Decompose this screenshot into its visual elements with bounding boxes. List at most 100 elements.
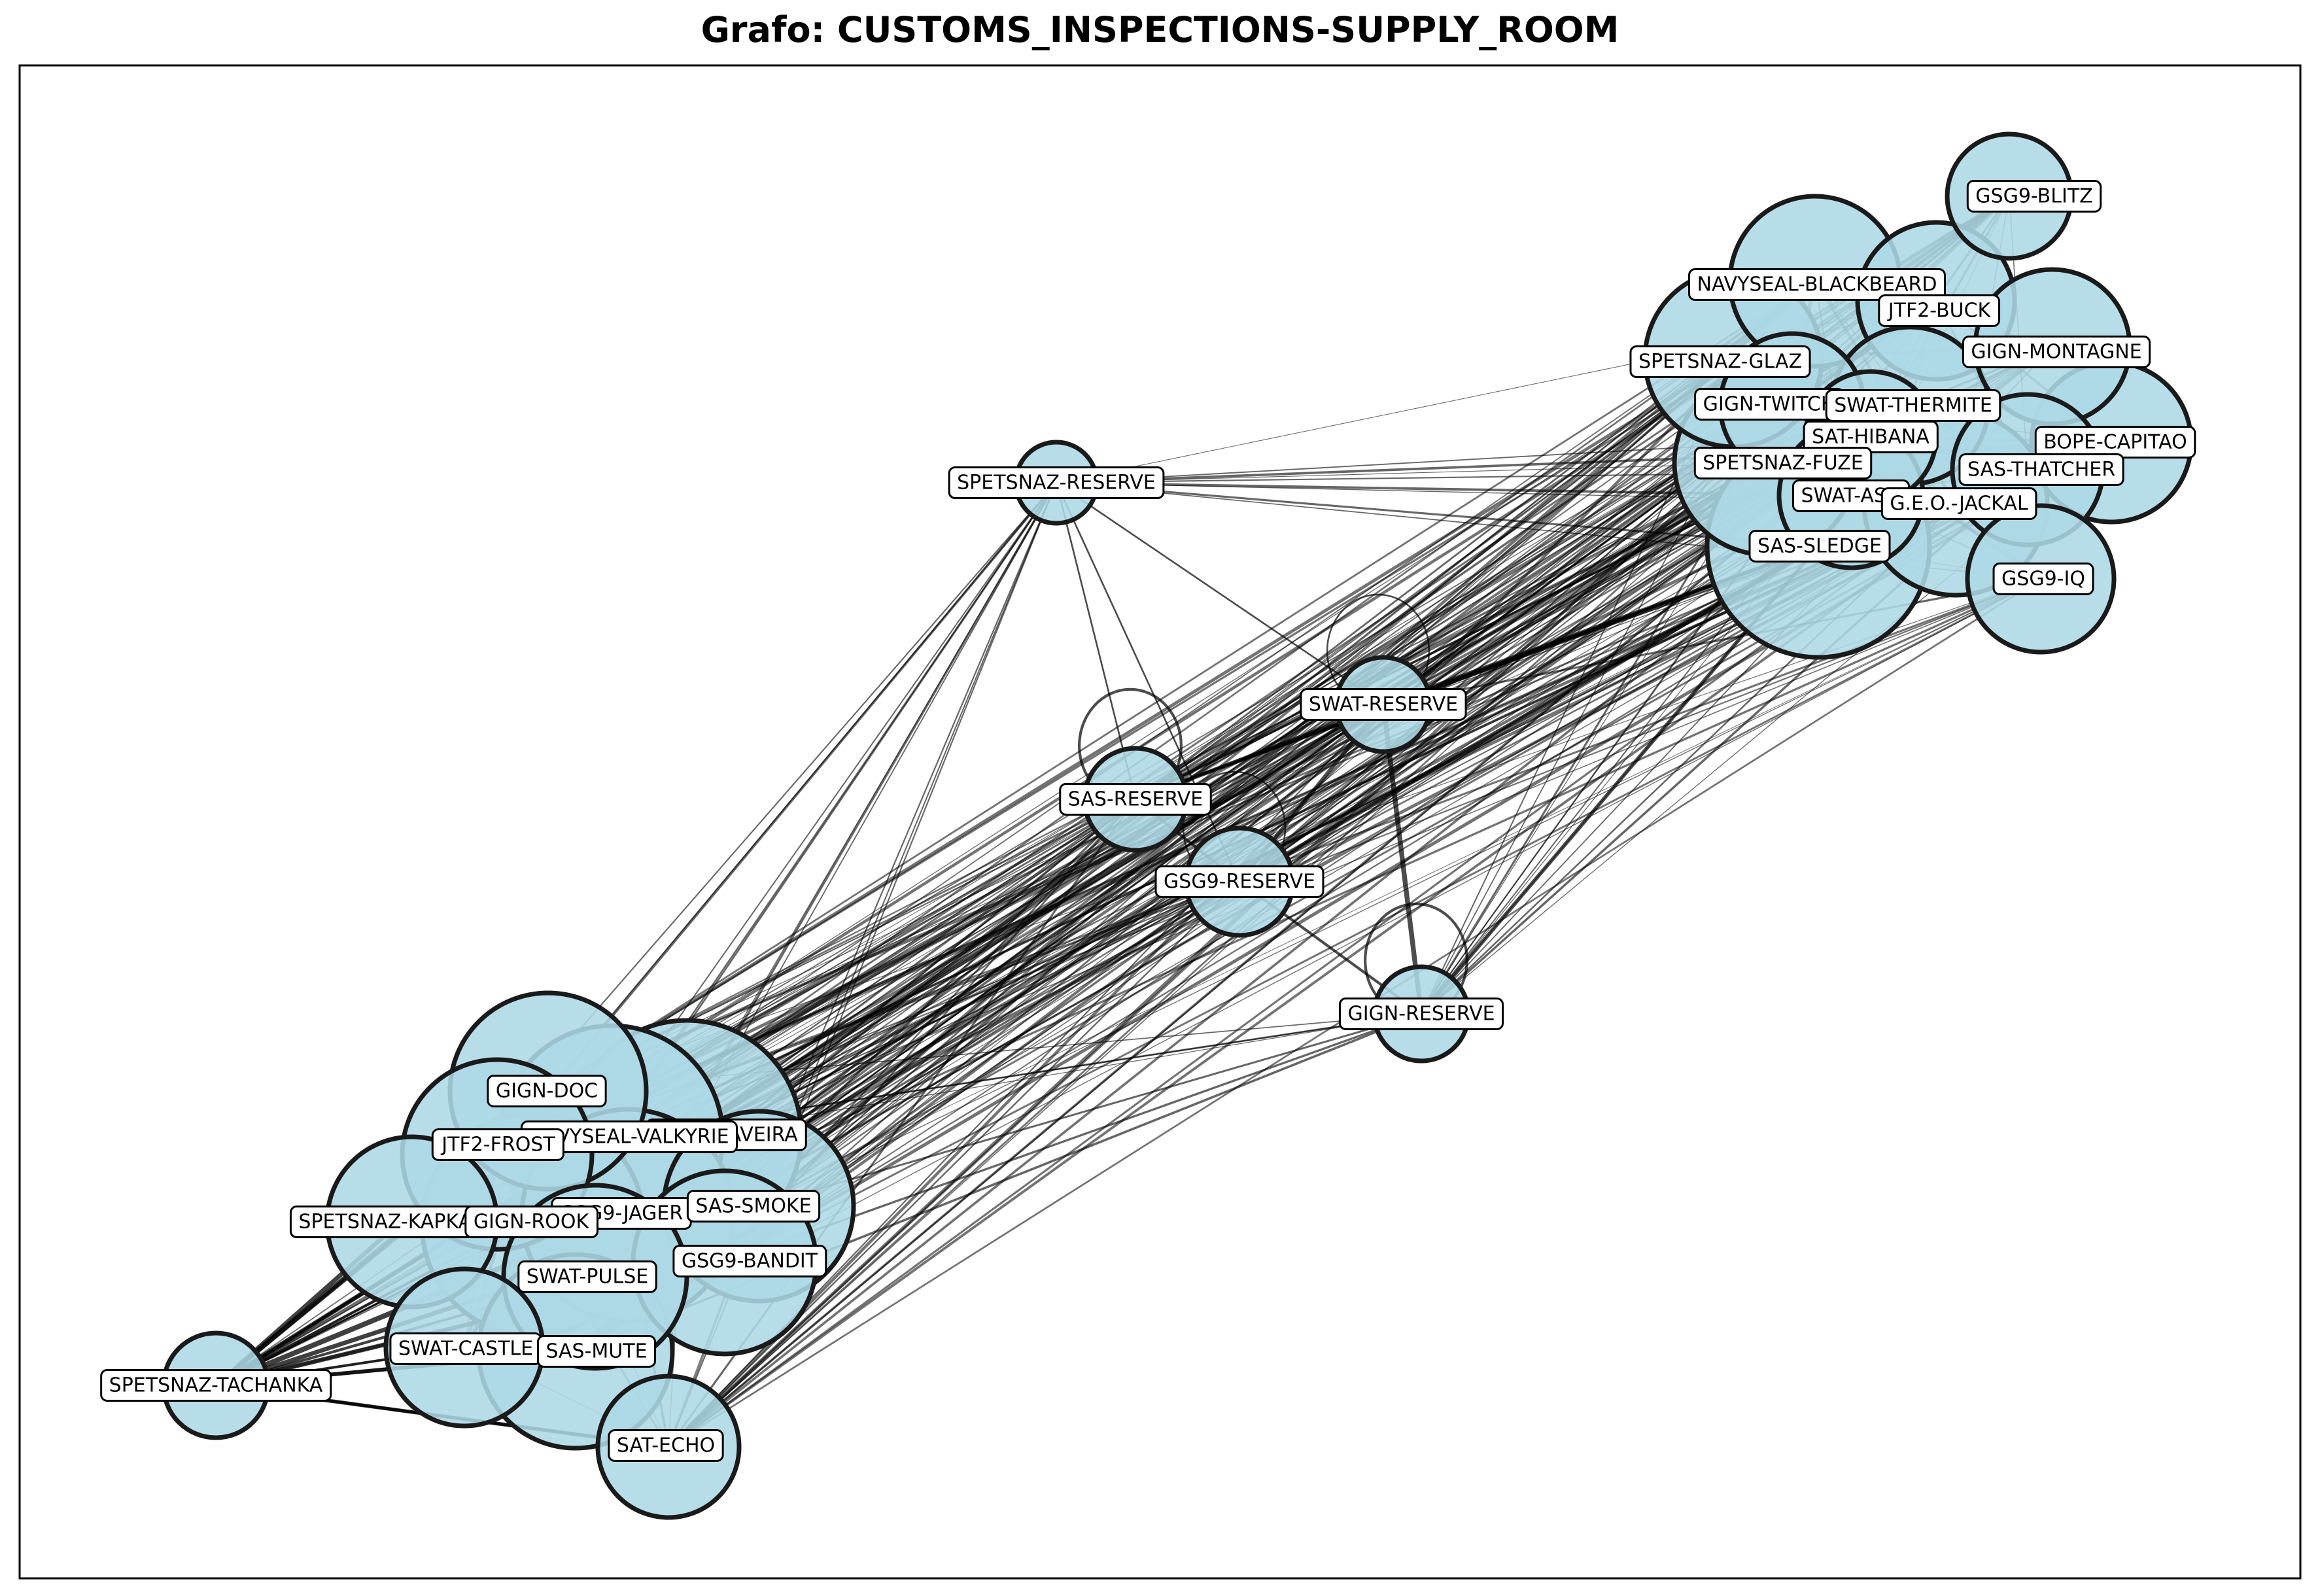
graph-edge (1056, 462, 1767, 483)
plot-frame (18, 64, 2302, 1580)
node-label-box (1748, 530, 1891, 563)
node-label-text: SAS-RESERVE (1068, 788, 1203, 811)
graph-edge (668, 502, 1956, 1448)
node-label-text: GIGN-TWITCH (1703, 393, 1836, 416)
node-label: SWAT-THERMITE (1825, 389, 2001, 422)
node-label: SWAT-CASTLE (389, 1332, 542, 1365)
node-label-text: BOPE-CAPITAO (2043, 431, 2187, 454)
node-label-text: SWAT-RESERVE (1309, 693, 1458, 716)
node-label: SPETSNAZ-KAPKAN (289, 1206, 496, 1238)
node-label: SWAT-PULSE (517, 1260, 657, 1293)
node-label: SAT-HIBANA (1803, 421, 1939, 453)
node-label-text: GIGN-ROOK (474, 1211, 590, 1234)
node-label-text: SPETSNAZ-GLAZ (1638, 351, 1802, 373)
node-label-box (1688, 268, 1946, 301)
node-label-box (100, 1369, 332, 1402)
node-label: SAS-MUTE (536, 1335, 657, 1368)
graph-edge (668, 881, 1240, 1448)
node-label-text: SPETSNAZ-FUZE (1703, 452, 1863, 475)
graph-edge (1383, 578, 2041, 706)
node-label-text: GSG9-RESERVE (1164, 871, 1315, 893)
node-label-box (1300, 688, 1467, 721)
node-label: JTF2-BUCK (1878, 294, 2001, 327)
node-label: GSG9-BANDIT (672, 1245, 827, 1277)
node-label-box (1958, 453, 2124, 486)
node-label: SPETSNAZ-TACHANKA (100, 1369, 332, 1402)
node-label-box (1059, 783, 1212, 816)
node-label-box (487, 1075, 607, 1107)
node-label-text: SAS-THATCHER (1967, 459, 2115, 481)
node-label: GIGN-ROOK (464, 1206, 598, 1238)
node-label-text: SPETSNAZ-RESERVE (957, 472, 1156, 494)
node-label-text: SAT-ECHO (617, 1434, 715, 1457)
graph-edge (1239, 462, 1767, 882)
node-label: NAVYSEAL-BLACKBEARD (1688, 268, 1946, 301)
graph-edge (758, 578, 2041, 1207)
graph-edge (547, 280, 1816, 1092)
node-label-box (1693, 447, 1873, 479)
node-label-text: GSG9-BLITZ (1975, 185, 2092, 208)
graph-edge (758, 482, 1057, 1207)
node-label: SWAT-RESERVE (1300, 688, 1467, 721)
graph-edge (627, 578, 2041, 1217)
node-label-text: GSG9-IQ (2001, 568, 2085, 591)
graph-edge (1056, 481, 1384, 706)
node-label: GIGN-TWITCH (1694, 388, 1844, 421)
node-label-box (536, 1335, 657, 1368)
node-label: SAT-ECHO (608, 1429, 724, 1462)
node-label-box (1629, 345, 1811, 378)
node-label-box (1338, 998, 1504, 1030)
node-label: GSG9-IQ (1992, 563, 2094, 595)
node-label-box (608, 1429, 724, 1462)
node-label: SAS-SMOKE (686, 1190, 821, 1223)
graph-edge (611, 280, 1816, 1138)
node-label: GSG9-BLITZ (1966, 180, 2102, 213)
node-layer (161, 131, 2194, 1520)
node-label-box (1880, 487, 2037, 520)
node-label: SAS-RESERVE (1059, 783, 1212, 816)
node-label: JTF2-FROST (431, 1128, 564, 1161)
node-label-text: G.E.O.-JACKAL (1890, 493, 2028, 515)
node-label-text: SWAT-PULSE (527, 1266, 648, 1289)
node-label-text: GIGN-MONTAGNE (1971, 341, 2141, 364)
node-label-box (686, 1190, 821, 1223)
node-label-box (672, 1245, 827, 1277)
node-label-box (1962, 336, 2151, 368)
node-label-text: JTF2-FROST (440, 1134, 555, 1156)
node-label: SAS-THATCHER (1958, 453, 2124, 486)
node-label-text: GIGN-RESERVE (1347, 1003, 1495, 1026)
node-label-text: SAS-SLEDGE (1757, 535, 1882, 558)
graph-edge (1055, 482, 1137, 800)
graph-edge (1135, 358, 1734, 800)
node-label: GIGN-MONTAGNE (1962, 336, 2151, 368)
node-label: SPETSNAZ-RESERVE (948, 466, 1165, 499)
node-label: GSG9-RESERVE (1154, 865, 1324, 898)
graph-edge (1381, 704, 1424, 1015)
node-label: SAS-SLEDGE (1748, 530, 1891, 563)
node-label: G.E.O.-JACKAL (1880, 487, 2037, 520)
node-label-text: SWAT-CASTLE (398, 1338, 533, 1361)
node-label-box (948, 466, 1165, 499)
node-label-text: NAVYSEAL-BLACKBEARD (1697, 273, 1937, 296)
node-label-box (1154, 865, 1324, 898)
node-label: SPETSNAZ-GLAZ (1629, 345, 1811, 378)
graph-edge (547, 356, 1735, 1093)
node-label-text: JTF2-BUCK (1887, 300, 1992, 322)
node-label-text: SAS-SMOKE (695, 1195, 811, 1218)
label-layer: GSG9-BLITZ NAVYSEAL-BLACKBEARD JTF2-BUCK GI… (100, 180, 2196, 1462)
node-label-box (431, 1128, 564, 1161)
node-label: BOPE-CAPITAO (2034, 426, 2196, 459)
graph-edge (1055, 482, 1241, 882)
graph-edge (724, 578, 2041, 1264)
node-label-box (1878, 294, 2001, 327)
node-label-text: SAS-MUTE (545, 1340, 647, 1363)
node-label-text: GIGN-DOC (496, 1080, 598, 1103)
node-label-text: GSG9-BANDIT (682, 1250, 818, 1273)
node-label-text: SPETSNAZ-TACHANKA (109, 1374, 323, 1397)
node-label-text: SAT-HIBANA (1812, 426, 1930, 449)
graph-edge (758, 1013, 1422, 1207)
node-label: GIGN-RESERVE (1338, 998, 1504, 1030)
node-label-box (1992, 563, 2094, 595)
node-label-text: SWAT-THERMITE (1834, 394, 1992, 417)
